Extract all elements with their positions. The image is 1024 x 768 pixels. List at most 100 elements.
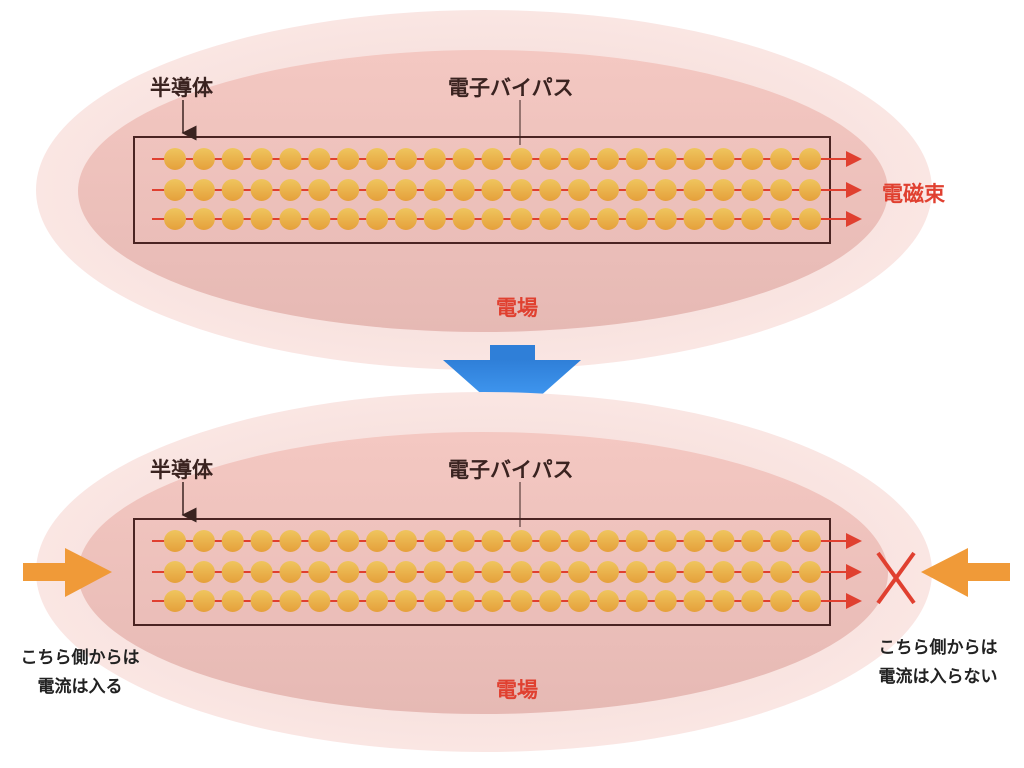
electron [683, 530, 706, 552]
left-note-line2: 電流は入る [38, 676, 123, 697]
electron [394, 530, 417, 552]
electron [741, 561, 764, 583]
electron [683, 148, 706, 170]
electron-rows [152, 530, 862, 612]
electron [221, 208, 244, 230]
electron [452, 561, 475, 583]
electron-row [152, 148, 862, 170]
electron [568, 590, 591, 612]
panel-bottom: 半導体 電子バイパス 電場 こちら側からは 電流は入る こちら側からは 電流は入… [21, 392, 1010, 752]
electron [394, 561, 417, 583]
electron [452, 590, 475, 612]
electron [279, 179, 302, 201]
electron [337, 148, 360, 170]
electron [596, 148, 619, 170]
electron [510, 561, 533, 583]
electron [192, 530, 215, 552]
current-blocked-arrow-icon [921, 548, 1010, 597]
electron [366, 179, 389, 201]
electron [770, 561, 793, 583]
bypass-label: 電子バイパス [448, 76, 574, 100]
electron [568, 179, 591, 201]
electron [337, 179, 360, 201]
electron [221, 530, 244, 552]
electron [221, 561, 244, 583]
electron [712, 590, 735, 612]
electron [308, 530, 331, 552]
electron [423, 530, 446, 552]
electron [568, 561, 591, 583]
electron [799, 179, 821, 201]
electron [481, 208, 504, 230]
electron [568, 530, 591, 552]
electron [423, 208, 446, 230]
electron [741, 148, 764, 170]
electron [539, 590, 562, 612]
electron [481, 590, 504, 612]
electron [394, 148, 417, 170]
electron [250, 208, 273, 230]
electron [568, 148, 591, 170]
transition-arrow [443, 345, 581, 421]
electron [308, 208, 331, 230]
electron [654, 208, 677, 230]
electron [799, 590, 821, 612]
electron [366, 590, 389, 612]
electron [366, 561, 389, 583]
electron [192, 590, 215, 612]
electron-row [152, 590, 862, 612]
electron [250, 530, 273, 552]
electron [625, 148, 648, 170]
electron [481, 148, 504, 170]
electron [683, 561, 706, 583]
electron [423, 148, 446, 170]
electron [625, 179, 648, 201]
electron [192, 208, 215, 230]
electron [625, 561, 648, 583]
electron [510, 179, 533, 201]
electron [164, 561, 186, 583]
left-note-line1: こちら側からは [21, 647, 140, 668]
electron [625, 590, 648, 612]
field-label: 電場 [496, 678, 538, 702]
electron [625, 208, 648, 230]
electron [481, 530, 504, 552]
electron [452, 179, 475, 201]
blocked-x-icon [876, 551, 916, 605]
electron [423, 561, 446, 583]
electron [164, 148, 186, 170]
electron [654, 561, 677, 583]
electron [568, 208, 591, 230]
electron [308, 590, 331, 612]
electron [683, 590, 706, 612]
electron [712, 148, 735, 170]
electron [337, 561, 360, 583]
electron [452, 148, 475, 170]
electron [799, 561, 821, 583]
electron [452, 208, 475, 230]
electron-row [152, 561, 862, 583]
electron-row [152, 530, 862, 552]
electron [481, 561, 504, 583]
electron [510, 530, 533, 552]
electron [510, 208, 533, 230]
electron [741, 590, 764, 612]
electron [539, 208, 562, 230]
electron [596, 179, 619, 201]
electron [250, 590, 273, 612]
electron [712, 561, 735, 583]
electron [596, 561, 619, 583]
electron [279, 148, 302, 170]
electron-row [152, 179, 862, 201]
electron [539, 530, 562, 552]
electron [337, 590, 360, 612]
bypass-label: 電子バイパス [448, 458, 574, 482]
electron [596, 530, 619, 552]
electron [337, 208, 360, 230]
electron [712, 530, 735, 552]
electron [539, 561, 562, 583]
electron [366, 148, 389, 170]
electron [741, 208, 764, 230]
electron [799, 208, 821, 230]
